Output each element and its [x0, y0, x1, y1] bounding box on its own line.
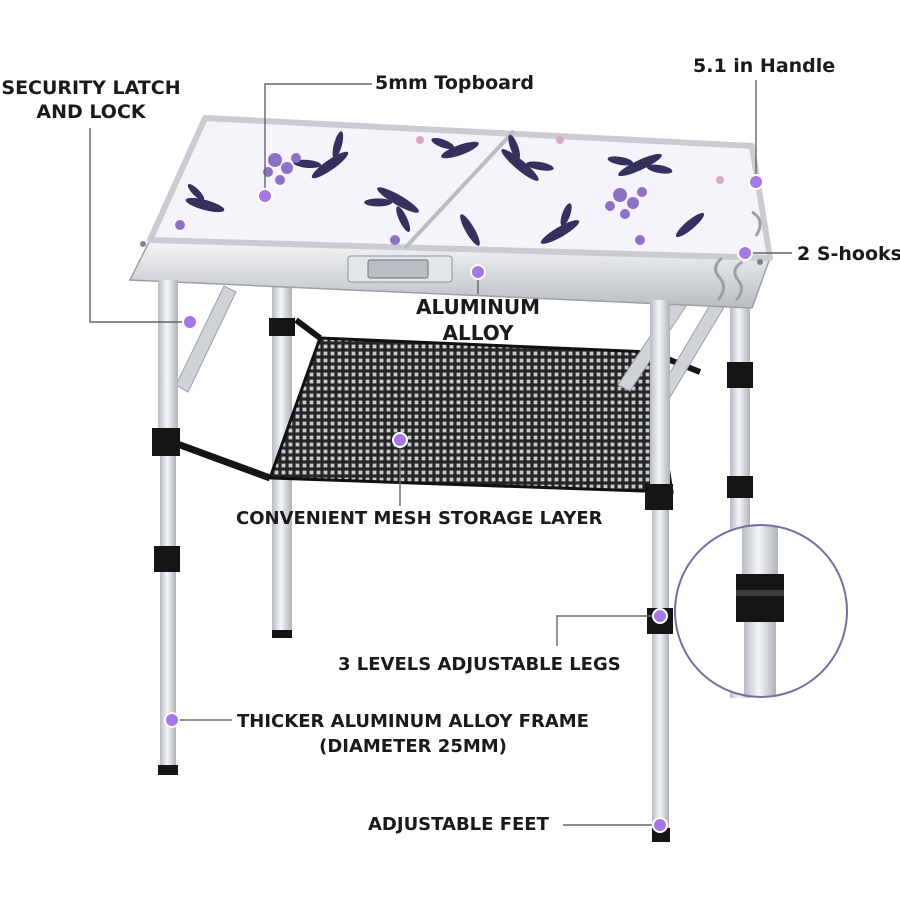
feet-label: ADJUSTABLE FEET	[368, 814, 549, 835]
frame-line2: (DIAMETER 25MM)	[319, 736, 507, 757]
callout-lines	[89, 80, 792, 826]
security-latch-label: SECURITY LATCH AND LOCK	[0, 76, 182, 124]
front-legs	[152, 280, 673, 842]
aluminum-alloy-dot	[470, 264, 486, 280]
security-latch-line1: SECURITY LATCH	[1, 77, 181, 99]
feet-dot	[652, 817, 668, 833]
handle-dot	[748, 174, 764, 190]
frame-label: THICKER ALUMINUM ALLOY FRAME (DIAMETER 2…	[228, 709, 598, 759]
security-latch-line2: AND LOCK	[36, 101, 146, 123]
aluminum-alloy-line1: ALUMINUM	[416, 295, 540, 319]
security-latch-dot	[182, 314, 198, 330]
tabletop	[128, 115, 773, 309]
mesh-layer-label: CONVENIENT MESH STORAGE LAYER	[236, 508, 603, 529]
callout-dots	[164, 174, 764, 833]
frame-line1: THICKER ALUMINUM ALLOY FRAME	[237, 711, 589, 732]
mesh-layer-dot	[392, 432, 408, 448]
legs-dot	[652, 608, 668, 624]
topboard-dot	[257, 188, 273, 204]
topboard-label: 5mm Topboard	[375, 72, 534, 94]
aluminum-alloy-line2: ALLOY	[442, 321, 514, 345]
frame-dot	[164, 712, 180, 728]
s-hooks-dot	[737, 245, 753, 261]
handle-and-s-hooks	[714, 210, 762, 302]
legs-label: 3 LEVELS ADJUSTABLE LEGS	[338, 654, 621, 675]
s-hooks-label: 2 S-hooks	[797, 243, 900, 265]
topboard-floral-pattern	[185, 131, 705, 246]
handle-label: 5.1 in Handle	[693, 55, 836, 77]
leg-zoom-inset	[674, 524, 848, 698]
mesh-storage-layer	[170, 317, 702, 504]
aluminum-alloy-label: ALUMINUM ALLOY	[400, 294, 556, 346]
